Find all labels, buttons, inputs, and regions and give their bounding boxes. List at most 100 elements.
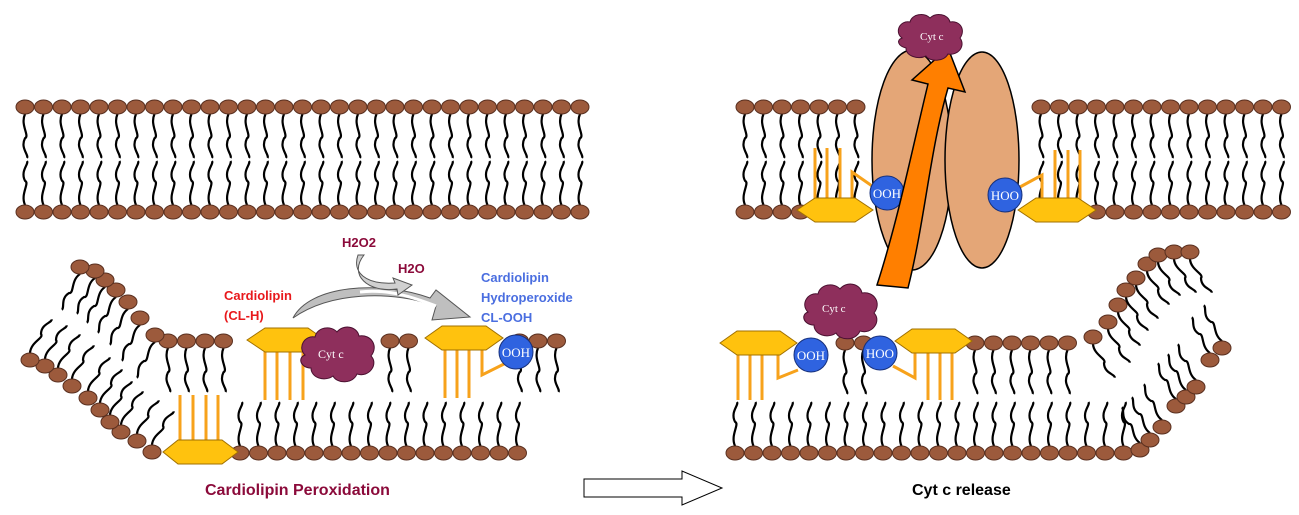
lipid-head [311,99,331,115]
lipid-tail [1241,160,1248,206]
lipid-head [286,445,305,461]
lipid-tail [170,113,177,159]
lipid-tail [843,401,850,447]
lipid-head [1142,99,1162,115]
lipid-head [471,445,490,461]
lipid-head [1235,99,1254,115]
lipid-tail [373,160,380,206]
lipid-head [256,204,275,220]
lipid-tail [1027,349,1034,395]
lipid-head [126,99,146,115]
lipid-tail [202,347,209,393]
lipid-tail [1120,406,1141,444]
lipid-head [422,99,442,115]
lipid-head [34,204,53,220]
lipid-head [1095,445,1115,461]
lipid-tail [860,349,867,395]
lipid-tail [77,113,84,159]
ooh-label-lower: OOH [797,348,825,363]
lipid-tail [1202,304,1223,342]
lipid-tail [466,160,473,206]
lipid-tail [96,113,103,159]
lipid-head [385,99,405,115]
lipid-head [1142,204,1162,220]
lipid-tail [318,113,325,159]
lipid-tail [816,160,823,206]
lipid-head [304,445,324,461]
lipid-head [1021,445,1041,461]
peroxidation-arrow [292,287,472,321]
lipid-head [1212,340,1232,356]
lipid-tail [1241,113,1248,159]
lipid-head [108,204,127,220]
lipid-tail [56,334,81,369]
lipid-head [1180,244,1200,260]
lipid-head [441,99,460,115]
lipid-tail [373,113,380,159]
lipid-tail [151,113,158,159]
lipid-head [496,99,516,115]
lipid-tail [429,160,436,206]
lipid-tail [954,401,961,447]
cardiolipin-hoo-lower: HOO [862,328,973,400]
lipid-tail [1056,113,1063,159]
lipid-tail [1093,113,1100,159]
lipid-tail [77,160,84,206]
lipid-tail [991,401,998,447]
lipid-tail [535,347,542,393]
lipid-head [1126,270,1146,286]
lipid-head [385,204,405,220]
lipid-tail [484,113,491,159]
lipid-head [256,99,275,115]
lipid-tail [1149,160,1156,206]
lipid-head [1272,99,1291,115]
lipid-tail [1102,401,1109,447]
lipid-head [552,99,571,115]
lipid-head [1114,445,1133,461]
lipid-head [34,99,53,115]
lipid-head [1235,204,1254,220]
lipid-tail [1093,160,1100,206]
caption-cardiolipin-peroxidation: Cardiolipin Peroxidation [205,482,390,499]
lipid-tail [447,160,454,206]
lipid-tail [558,160,565,206]
lipid-tail [842,349,849,395]
lipid-head [754,204,773,220]
lipid-head [1179,204,1199,220]
lipid-tail [558,113,565,159]
lipid-head [855,445,874,461]
lipid-tail [329,401,336,447]
lipid-head [52,204,72,220]
lipid-head [111,424,131,440]
h2o-label: H2O [398,261,425,276]
cardiolipin-bottom [162,395,239,465]
lipid-head [163,204,183,220]
lipid-head [496,204,516,220]
lipid-head [762,445,782,461]
lipid-head [89,99,109,115]
lipid-head [744,445,763,461]
lipid-head [1098,314,1118,330]
lipid-tail [1172,258,1197,293]
lipid-tail [410,113,417,159]
lipid-head [828,99,847,115]
product-label-3: CL-OOH [481,310,532,325]
cytc-cloud-bottom: Cyt c [803,283,878,340]
lipid-head [1176,389,1196,405]
lipid-head [1105,99,1125,115]
lipid-tail [170,160,177,206]
lipid-tail [22,160,29,206]
lipid-tail [769,401,776,447]
lipid-head [163,99,183,115]
lipid-head [378,445,398,461]
lipid-head [799,445,819,461]
lipid-head [15,99,35,115]
lipid-tail [797,160,804,206]
lipid-tail [108,308,129,346]
lipid-tail [1156,261,1181,296]
lipid-tail [1204,160,1211,206]
lipid-tail [521,113,528,159]
lipid-tail [405,347,412,393]
lipid-tail [1116,311,1141,346]
lipid-tail [244,113,251,159]
